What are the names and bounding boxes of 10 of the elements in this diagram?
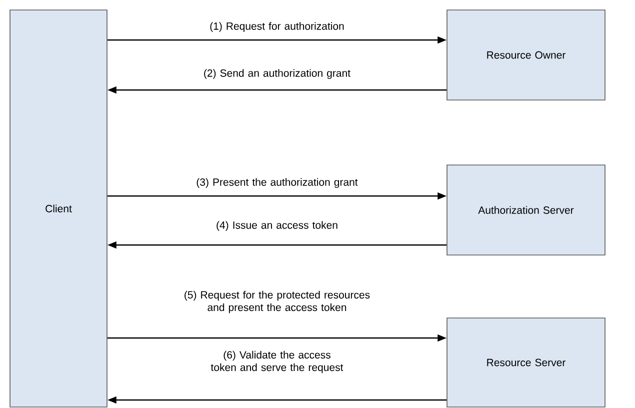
edge-label: (1) Request for authorization (210, 22, 344, 32)
process-box: Resource Server (446, 318, 606, 408)
edge-label: (3) Present the authorization grant (196, 178, 358, 188)
process-box: Authorization Server (446, 164, 606, 256)
edge-label: (5) Request for the protected resources and present the access token (184, 290, 370, 314)
edge-label: (6) Validate the access token and serve the request (210, 350, 344, 374)
edge-label: (4) Issue an access token (216, 221, 338, 231)
process-box: Client (10, 10, 108, 408)
edge-label: (2) Send an authorization grant (204, 69, 350, 79)
process-box: Resource Owner (446, 10, 606, 100)
